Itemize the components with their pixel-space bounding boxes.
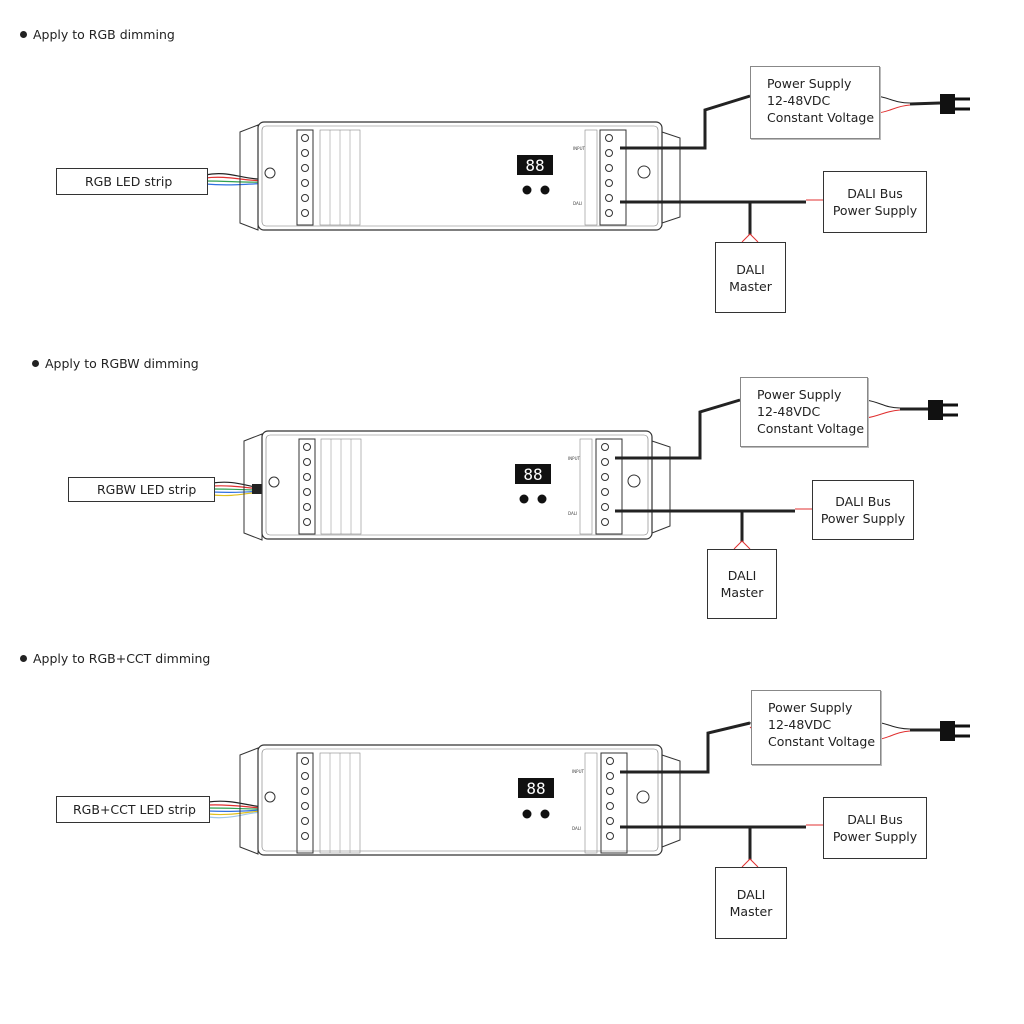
dali-label: DALI [572,826,581,831]
strip-label: RGB+CCT LED strip [73,802,196,817]
rgbw-led-strip: RGBW LED strip [68,477,215,502]
dali-bus-power-supply-box: DALI Bus Power Supply [823,797,927,859]
dali-master-line1: DALI [736,261,765,277]
heading: Apply to RGB+CCT dimming [20,651,210,666]
controller-device: 88 INPUT DALI [239,121,681,231]
heading-text: Apply to RGB dimming [33,27,175,42]
display-digits: 88 [523,465,542,484]
power-supply-box: Power Supply 12-48VDC Constant Voltage [740,377,868,447]
ps-line1: Power Supply [767,76,852,91]
plug-icon [940,721,955,741]
dali-bus-line1: DALI Bus [835,494,891,509]
input-label: INPUT [572,769,585,774]
strip-label: RGBW LED strip [97,482,197,497]
diagram-rgbw: Apply to RGBW dimming [0,330,1024,660]
dali-bus-power-supply-box: DALI Bus Power Supply [823,171,927,233]
strip-label: RGB LED strip [85,174,173,189]
input-label: INPUT [568,456,581,461]
dali-label: DALI [573,201,582,206]
diagram-rgb: Apply to RGB dimming [0,0,1024,330]
dali-master-box: DALI Master [715,242,786,313]
ps-line2: 12-48VDC [768,717,832,732]
power-supply-box: Power Supply 12-48VDC Constant Voltage [751,690,881,765]
dali-master-box: DALI Master [707,549,777,619]
dali-master-line1: DALI [736,887,766,902]
ps-line3: Constant Voltage [757,421,865,436]
wiring-svg: 88 INPUT DALI [211,394,958,550]
dali-master-line2: Master [720,585,764,600]
input-label: INPUT [573,146,586,151]
dali-master-box: DALI Master [715,867,787,939]
plug-icon [928,400,943,420]
heading: Apply to RGBW dimming [32,356,199,371]
dali-bus-line2: Power Supply [820,511,906,526]
dali-master-line1: DALI [727,568,757,583]
bullet-icon [20,31,27,38]
dali-bus-line2: Power Supply [832,829,918,844]
dali-bus-line1: DALI Bus [847,186,903,201]
wiring-svg: 88 INPUT DALI [207,718,970,868]
dali-master-line2: Master [729,904,773,919]
ps-line3: Constant Voltage [767,110,875,125]
power-supply-box: Power Supply 12-48VDC Constant Voltage [750,66,880,139]
dali-label: DALI [568,511,577,516]
right-button-icon[interactable] [537,494,547,504]
dali-wires [615,508,812,550]
right-button-icon[interactable] [540,809,550,819]
rgb-cct-led-strip: RGB+CCT LED strip [56,796,210,823]
dali-bus-line2: Power Supply [832,203,918,218]
controller-device: 88 INPUT DALI [239,744,681,856]
display-digits: 88 [525,156,544,175]
ps-line1: Power Supply [757,387,842,402]
ps-line2: 12-48VDC [767,93,831,108]
ps-line3: Constant Voltage [768,734,876,749]
wiring-svg: 88 INPUT DALI [204,90,970,243]
left-button-icon[interactable] [522,809,532,819]
heading-text: Apply to RGBW dimming [45,356,199,371]
power-wires [615,394,958,460]
diagram-rgb-cct: Apply to RGB+CCT dimming [0,625,1024,955]
left-button-icon[interactable] [519,494,529,504]
heading: Apply to RGB dimming [20,27,175,42]
bullet-icon [32,360,39,367]
dali-wires [620,199,823,243]
rgb-led-strip: RGB LED strip [56,168,208,195]
dali-bus-line1: DALI Bus [847,812,903,827]
display-digits: 88 [526,779,545,798]
controller-device: 88 INPUT DALI [243,430,671,541]
heading-text: Apply to RGB+CCT dimming [33,651,211,666]
left-button-icon[interactable] [522,185,532,195]
bullet-icon [20,655,27,662]
dali-master-line2: Master [729,278,772,294]
ps-line1: Power Supply [768,700,853,715]
dali-wires [620,824,823,868]
dali-bus-power-supply-box: DALI Bus Power Supply [812,480,914,540]
right-button-icon[interactable] [540,185,550,195]
plug-icon [940,94,955,114]
ps-line2: 12-48VDC [757,404,821,419]
